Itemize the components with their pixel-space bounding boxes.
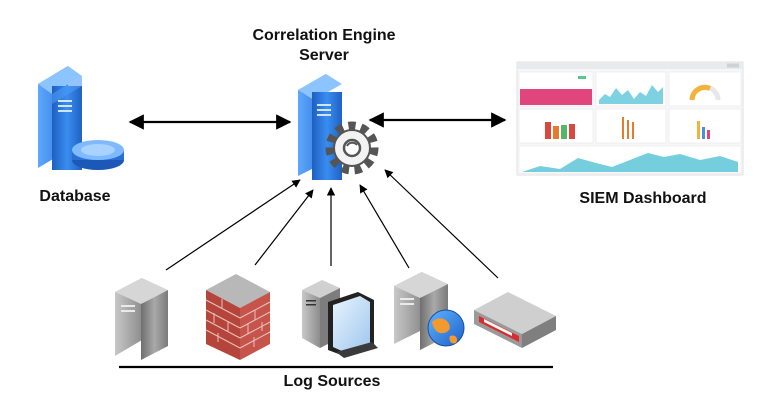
siem-dashboard-screenshot — [516, 61, 744, 176]
connector-arrows — [128, 112, 507, 279]
server-label-line1: Correlation Engine — [252, 27, 396, 44]
arrow-source4-server — [359, 184, 410, 269]
arrow-source2-server — [254, 189, 314, 266]
web-server-globe-icon — [394, 272, 465, 350]
siem-dashboard-label: SIEM Dashboard — [579, 190, 707, 207]
log-sources-label: Log Sources — [283, 373, 381, 390]
correlation-server-gear-icon — [298, 74, 379, 180]
database-server-icon — [38, 66, 124, 170]
correlation-engine-server-label: Correlation Engine Server — [214, 26, 434, 66]
server-tower-icon — [115, 278, 168, 360]
workstation-icon — [302, 280, 378, 358]
arrow-source5-server — [384, 169, 499, 279]
database-label: Database — [39, 188, 111, 205]
gear-icon — [325, 121, 379, 175]
server-label-line2: Server — [299, 47, 349, 64]
firewall-brick-wall-icon — [205, 274, 271, 360]
arrow-source1-server — [165, 179, 301, 271]
network-appliance-icon — [474, 292, 556, 348]
